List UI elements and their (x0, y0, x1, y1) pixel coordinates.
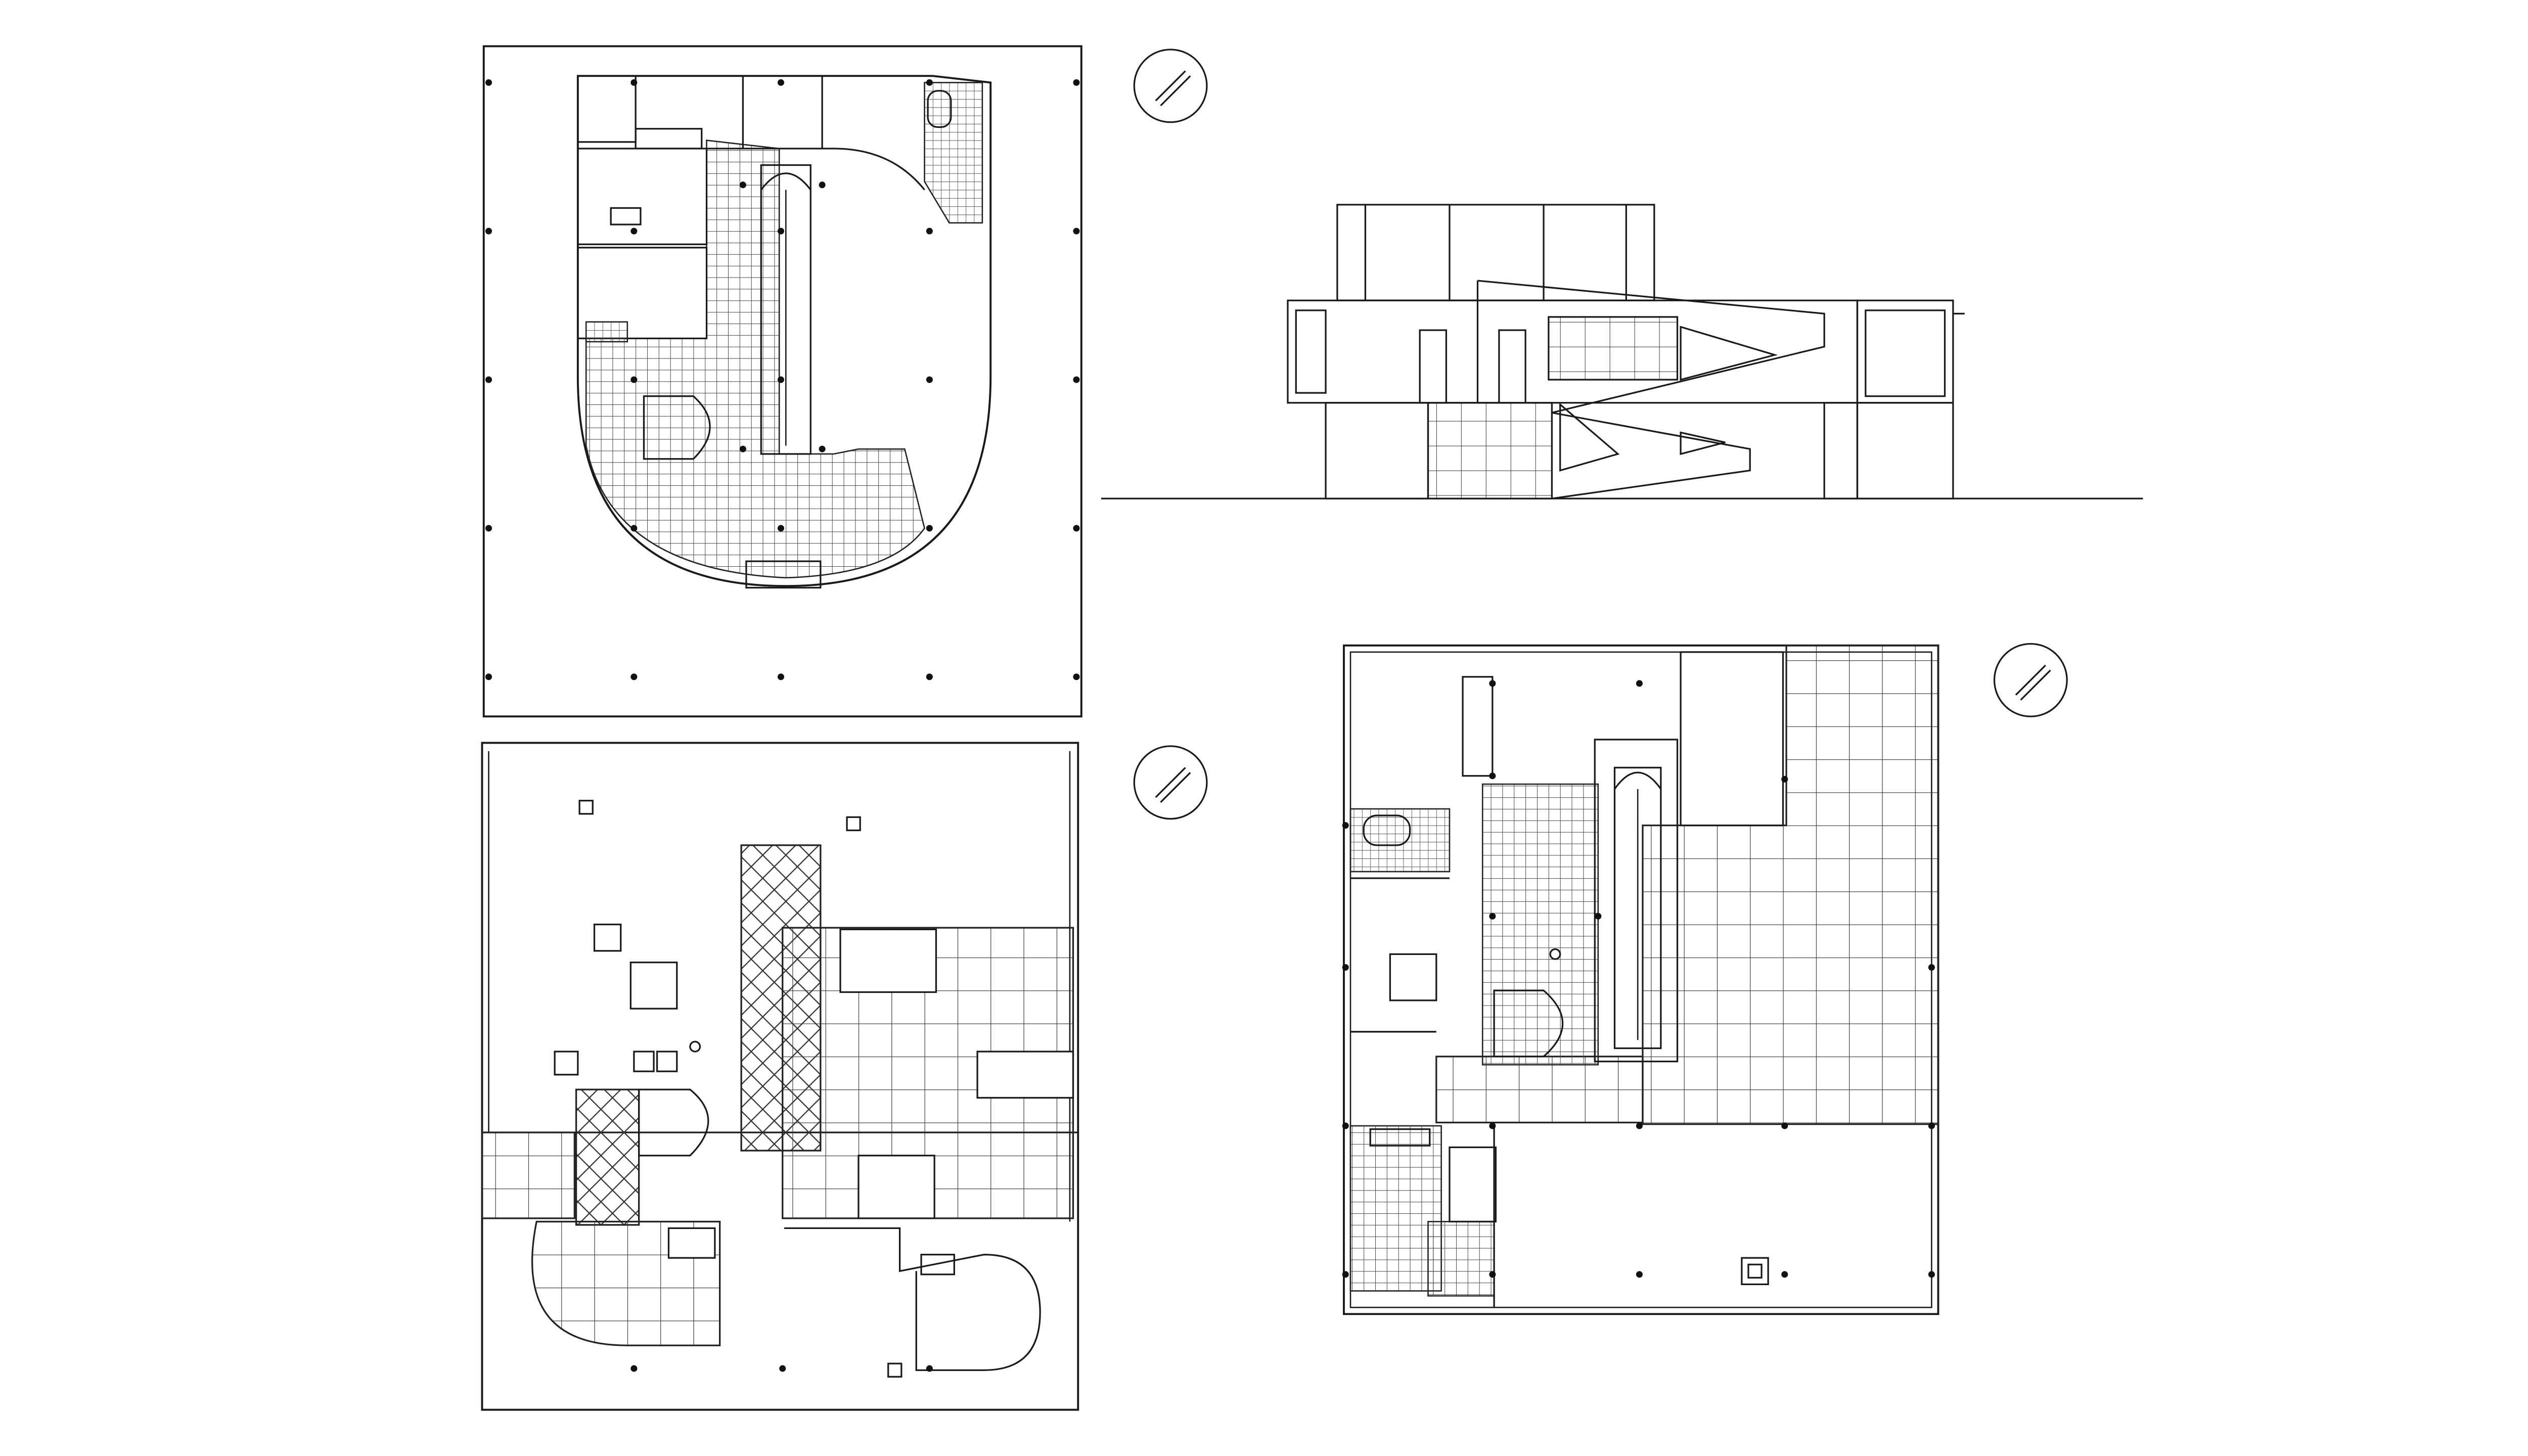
side-elevation (1101, 204, 2143, 499)
north-arrow-icon (1133, 49, 1208, 123)
north-arrow-icon (1993, 643, 2068, 717)
north-arrow-icon (1133, 745, 1208, 820)
first-floor-plan (1342, 644, 1939, 1315)
column-grid (1342, 680, 1935, 1278)
roof-plan (481, 742, 1079, 1411)
column-grid (485, 79, 1080, 680)
ground-floor-plan (482, 45, 1082, 718)
